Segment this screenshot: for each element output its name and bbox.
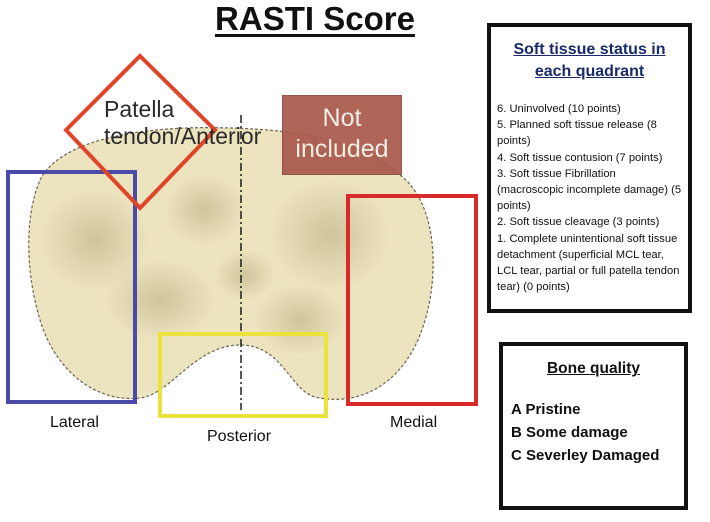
bone-quality-title: Bone quality — [546, 360, 640, 377]
posterior-quadrant-box — [158, 332, 328, 418]
lateral-label: Lateral — [50, 414, 99, 431]
bone-quality-list: A Pristine B Some damage C Severley Dama… — [511, 398, 684, 467]
soft-tissue-list: 6. Uninvolved (10 points) 5. Planned sof… — [497, 101, 684, 295]
soft-tissue-title: Soft tissue status in each quadrant — [513, 41, 666, 80]
plateau-shading — [40, 175, 390, 355]
soft-tissue-item: 4. Soft tissue contusion (7 points) — [497, 151, 663, 164]
not-included-box: Not included — [282, 95, 402, 175]
bone-quality-item: C Severley Damaged — [511, 447, 660, 464]
soft-tissue-item: 6. Uninvolved (10 points) — [497, 103, 621, 115]
bone-quality-item: A Pristine — [511, 401, 581, 418]
medial-quadrant-box — [346, 194, 478, 406]
medial-label: Medial — [390, 414, 438, 431]
soft-tissue-panel: Soft tissue status in each quadrant 6. U… — [487, 23, 692, 313]
soft-tissue-item: 1. Complete unintentional soft tissue de… — [497, 232, 680, 294]
soft-tissue-item: 3. Soft tissue Fibrillation (macroscopic… — [497, 167, 682, 213]
page-title: RASTI Score — [215, 0, 415, 37]
patella-tendon-label: Patella tendon/Anterior — [104, 96, 262, 149]
tibial-plateau-diagram — [6, 53, 478, 418]
soft-tissue-item: 5. Planned soft tissue release (8 points… — [497, 119, 657, 148]
posterior-label: Posterior — [207, 428, 272, 445]
lateral-quadrant-box — [6, 170, 137, 404]
bone-quality-panel: Bone quality A Pristine B Some damage C … — [499, 342, 688, 510]
soft-tissue-item: 2. Soft tissue cleavage (3 points) — [497, 216, 660, 229]
bone-quality-item: B Some damage — [511, 424, 628, 441]
patella-quadrant-diamond — [63, 53, 218, 211]
